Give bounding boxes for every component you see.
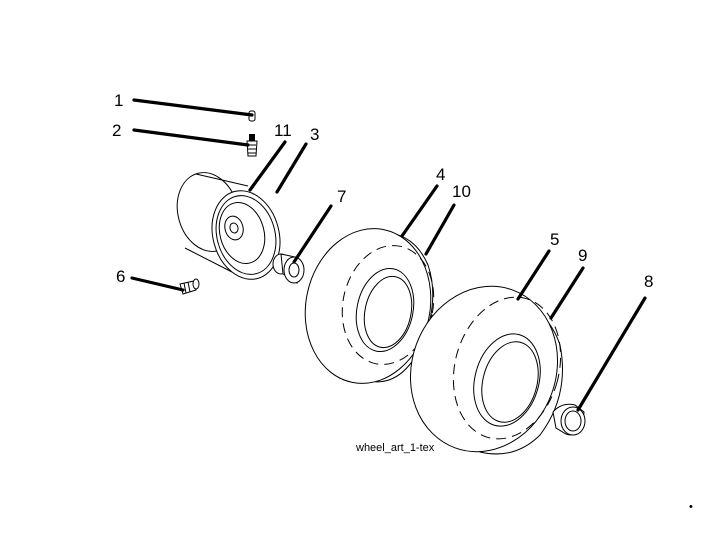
callout-labels: 1 2 11 3 7 4 10 5 9 8 6	[112, 91, 653, 291]
leader-8	[576, 296, 647, 412]
rear-tire	[409, 285, 563, 455]
callout-4: 4	[436, 165, 445, 184]
hub-cap	[552, 403, 586, 436]
callout-8: 8	[644, 272, 653, 291]
grease-fitting	[179, 278, 200, 295]
leader-1	[132, 98, 254, 117]
leader-9	[549, 266, 585, 320]
leader-2	[132, 128, 250, 147]
callout-9: 9	[578, 246, 587, 265]
callout-2: 2	[112, 121, 121, 140]
leader-lines	[130, 98, 647, 412]
leader-7	[292, 204, 333, 264]
callout-3: 3	[310, 125, 319, 144]
corner-mark: •	[689, 501, 693, 513]
leader-5	[516, 249, 551, 301]
callout-11: 11	[274, 121, 292, 140]
callout-1: 1	[114, 91, 123, 110]
leader-3	[275, 142, 308, 194]
callout-10: 10	[452, 182, 471, 201]
leader-10	[424, 203, 456, 256]
callout-6: 6	[116, 267, 125, 286]
bushing	[272, 253, 305, 284]
leader-6	[130, 276, 185, 292]
wheel-rim	[176, 172, 281, 280]
callout-5: 5	[550, 230, 559, 249]
leader-4	[400, 184, 439, 238]
figure-caption: wheel_art_1-tex	[355, 442, 435, 454]
leader-11	[248, 140, 287, 192]
callout-7: 7	[337, 187, 346, 206]
